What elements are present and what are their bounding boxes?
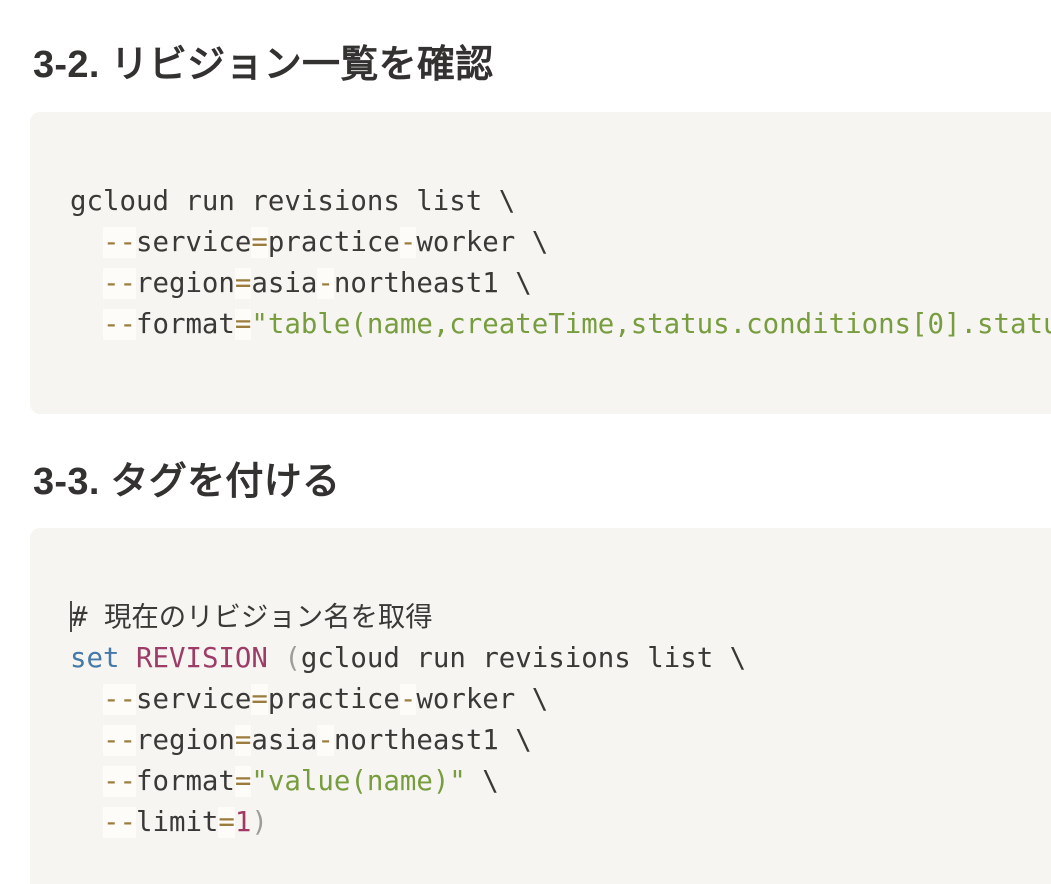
code-token: = <box>234 308 252 340</box>
code-token: - <box>317 267 334 299</box>
code-token: northeast1 \ <box>333 725 532 756</box>
section-heading-3-2[interactable]: 3-2. リビジョン一覧を確認 <box>33 44 494 86</box>
code-content[interactable]: gcloud run revisions list \ --service=pr… <box>70 181 1051 345</box>
code-token: gcloud run revisions list \ <box>70 185 516 217</box>
code-token <box>70 227 103 258</box>
code-token <box>70 684 103 715</box>
code-token: region <box>135 725 235 756</box>
code-content[interactable]: # 現在のリビジョン名を取得 set REVISION (gcloud run … <box>70 597 1051 843</box>
code-token: limit <box>135 807 219 838</box>
code-token: -- <box>102 766 136 797</box>
code-token: = <box>234 725 252 756</box>
code-token: -- <box>102 725 136 756</box>
code-token <box>70 807 103 838</box>
code-token: - <box>399 226 417 258</box>
code-token: practice <box>267 226 400 258</box>
code-token <box>70 268 103 299</box>
code-token <box>268 643 285 674</box>
code-token: ( <box>284 643 301 674</box>
text-caret <box>70 601 72 632</box>
code-token: REVISION <box>135 643 268 674</box>
code-token: worker \ <box>416 226 549 258</box>
code-token: "value(name)" <box>251 766 466 797</box>
code-token: = <box>251 684 268 715</box>
code-token: gcloud run revisions list \ <box>300 643 747 674</box>
section-heading-3-3[interactable]: 3-3. タグを付ける <box>33 460 341 503</box>
code-token: service <box>135 226 252 258</box>
code-token: -- <box>102 267 136 299</box>
code-token: region <box>135 267 235 299</box>
code-token <box>119 643 136 674</box>
code-token: - <box>399 684 417 715</box>
code-token: = <box>234 766 252 797</box>
code-token: northeast1 \ <box>333 267 532 299</box>
code-token: 1 <box>234 807 252 838</box>
code-block-revisions-list[interactable]: gcloud run revisions list \ --service=pr… <box>30 111 1051 414</box>
code-token: -- <box>102 308 136 340</box>
code-token: service <box>135 684 252 715</box>
code-token: worker \ <box>416 684 549 715</box>
code-token: = <box>251 226 268 258</box>
code-token: # 現在のリビジョン名を取得 <box>71 602 433 633</box>
code-token: "table(name,createTime,status.conditions… <box>251 308 1051 340</box>
code-token <box>70 309 103 340</box>
code-token: - <box>317 725 334 756</box>
code-token: asia <box>251 725 318 756</box>
code-token <box>70 725 103 756</box>
code-token: asia <box>251 267 318 299</box>
code-token: set <box>70 643 120 674</box>
code-token: format <box>135 766 235 797</box>
code-token: \ <box>465 766 499 797</box>
code-token: ) <box>251 807 268 838</box>
code-token <box>70 766 103 797</box>
code-block-set-tag[interactable]: # 現在のリビジョン名を取得 set REVISION (gcloud run … <box>30 528 1051 884</box>
code-token: -- <box>102 684 136 715</box>
code-token: = <box>218 807 235 838</box>
code-token: practice <box>267 684 400 715</box>
code-token: format <box>135 308 235 340</box>
code-token: -- <box>102 226 136 258</box>
code-token: -- <box>102 807 136 838</box>
code-token: = <box>234 267 252 299</box>
